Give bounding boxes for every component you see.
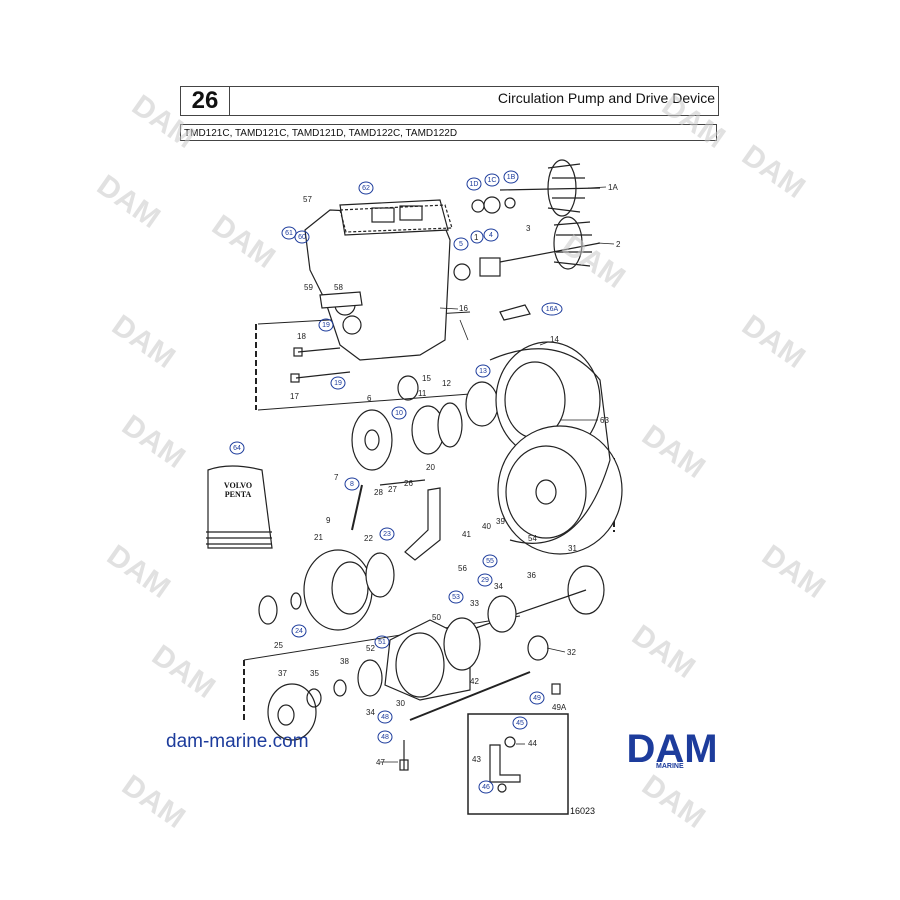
callout-48a: 48	[381, 714, 389, 721]
callout-19a: 19	[322, 322, 330, 329]
callout-14: 14	[550, 335, 559, 344]
callout-41: 41	[462, 530, 471, 539]
callout-9: 9	[326, 516, 331, 525]
callout-53: 53	[452, 594, 460, 601]
impeller-upper	[471, 159, 601, 217]
callout-21: 21	[314, 533, 323, 542]
callout-34a: 34	[494, 582, 503, 591]
callout-17: 17	[290, 392, 299, 401]
callout-24: 24	[295, 628, 303, 635]
pump-housing	[304, 199, 451, 361]
manual-booklet	[206, 465, 273, 549]
callout-11: 11	[418, 389, 427, 398]
callout-43: 43	[472, 755, 481, 764]
callout-1C: 1C	[488, 177, 497, 184]
callout-59: 59	[304, 283, 313, 292]
callout-6: 6	[367, 394, 372, 403]
callout-36: 36	[527, 571, 536, 580]
callout-63: 63	[600, 416, 609, 425]
callout-57: 57	[303, 195, 312, 204]
callout-37: 37	[278, 669, 287, 678]
callout-28: 28	[374, 488, 383, 497]
callout-1A: 1A	[608, 183, 618, 192]
logo-subtitle: MARINE	[656, 763, 684, 770]
callout-32: 32	[567, 648, 576, 657]
callout-3: 3	[526, 224, 531, 233]
callout-62: 62	[362, 185, 370, 192]
callout-15: 15	[422, 374, 431, 383]
pulley-21	[258, 549, 395, 631]
callout-27: 27	[388, 485, 397, 494]
callout-25: 25	[274, 641, 283, 650]
callout-52: 52	[366, 644, 375, 653]
callout-49A: 49A	[552, 703, 567, 712]
callout-26: 26	[404, 479, 413, 488]
callout-45: 45	[516, 720, 524, 727]
drive-pulley-small	[351, 375, 499, 471]
callout-55: 55	[486, 558, 494, 565]
callout-56: 56	[458, 564, 467, 573]
drive-pulley-large	[489, 341, 623, 555]
callout-16A: 16A	[546, 306, 559, 313]
callout-35: 35	[310, 669, 319, 678]
callout-18: 18	[297, 332, 306, 341]
callout-1B: 1B	[507, 174, 516, 181]
callout-40: 40	[482, 522, 491, 531]
callout-4: 4	[489, 232, 493, 239]
callout-60: 60	[298, 234, 306, 241]
callout-16: 16	[459, 304, 468, 313]
callout-13: 13	[479, 368, 487, 375]
callout-64: 64	[233, 445, 241, 452]
callout-5: 5	[459, 241, 463, 248]
callout-1: 1	[474, 233, 479, 242]
callout-39: 39	[496, 517, 505, 526]
callout-29: 29	[481, 577, 489, 584]
callout-2: 2	[616, 240, 621, 249]
callout-31: 31	[568, 544, 577, 553]
callout-19b: 19	[334, 380, 342, 387]
callout-61: 61	[285, 230, 293, 237]
dam-marine-logo: DAM	[626, 727, 717, 771]
callout-33: 33	[470, 599, 479, 608]
callout-34b: 34	[366, 708, 375, 717]
callout-48b: 48	[381, 734, 389, 741]
website-link[interactable]: dam-marine.com	[166, 731, 309, 752]
callout-12: 12	[442, 379, 451, 388]
impeller-lower	[453, 216, 601, 281]
page-title: Circulation Pump and Drive Device	[497, 90, 715, 106]
svg-text:DAM: DAM	[626, 727, 717, 771]
callout-44: 44	[528, 739, 537, 748]
callout-54: 54	[528, 534, 537, 543]
callout-30: 30	[396, 699, 405, 708]
callout-58: 58	[334, 283, 343, 292]
header-box: 26 Circulation Pump and Drive Device	[180, 86, 719, 116]
gear-shaft-31	[469, 565, 605, 661]
manual-label-line-1: VOLVO	[224, 481, 252, 490]
callout-49: 49	[533, 695, 541, 702]
models-line: TMD121C, TAMD121C, TAMD121D, TAMD122C, T…	[180, 124, 717, 141]
callout-47: 47	[376, 758, 385, 767]
callout-7: 7	[334, 473, 339, 482]
drive-housing-30	[384, 617, 481, 701]
callout-51: 51	[378, 639, 386, 646]
callout-8: 8	[350, 481, 354, 488]
callout-20: 20	[426, 463, 435, 472]
callout-38: 38	[340, 657, 349, 666]
page-number: 26	[181, 87, 230, 115]
callout-10: 10	[395, 410, 403, 417]
callout-23: 23	[383, 531, 391, 538]
callout-46: 46	[482, 784, 490, 791]
callout-42: 42	[470, 677, 479, 686]
drawing-number: 16023	[570, 806, 596, 816]
callout-50: 50	[432, 613, 441, 622]
callout-22: 22	[364, 534, 373, 543]
manual-label-line-2: PENTA	[225, 490, 252, 499]
callout-1D: 1D	[470, 181, 479, 188]
